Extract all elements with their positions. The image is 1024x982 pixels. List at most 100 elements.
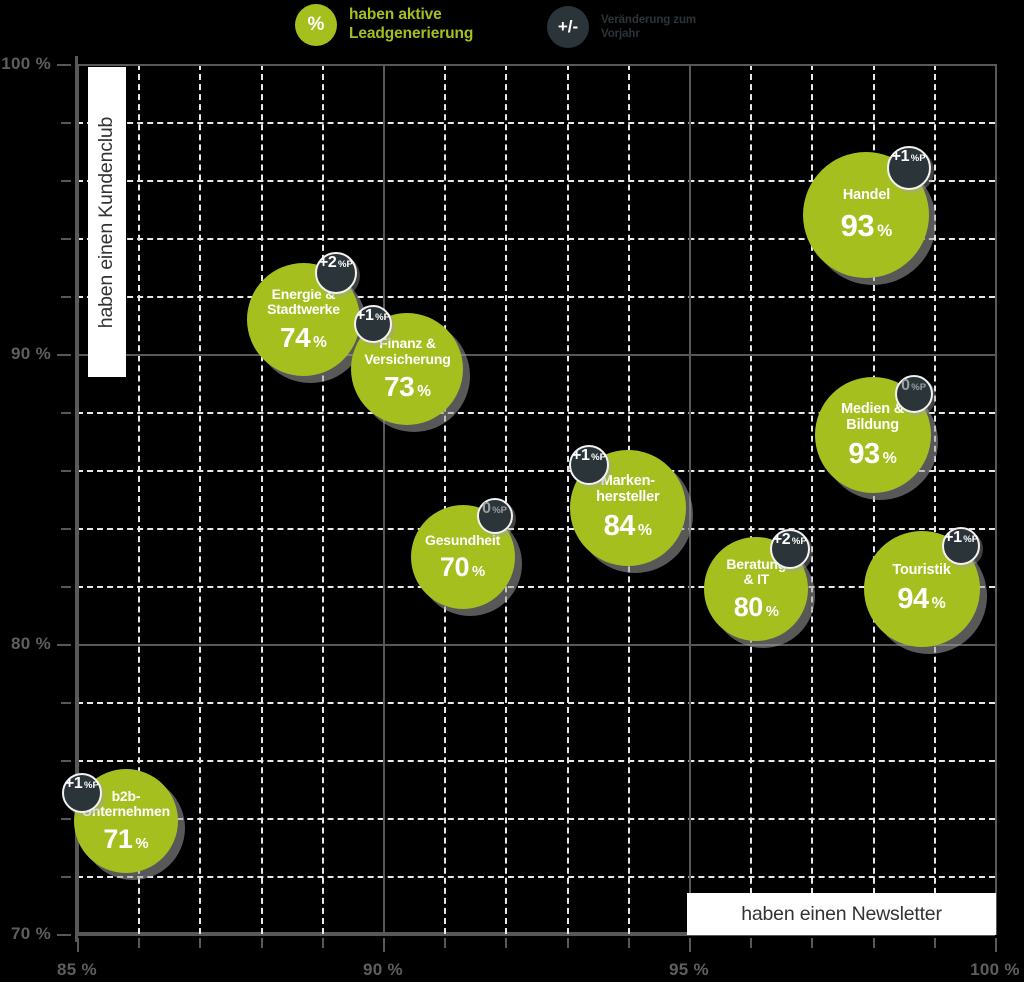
y-tick-label: 100 % bbox=[1, 54, 51, 73]
gridline-y-minor bbox=[77, 238, 995, 240]
x-tick-minor bbox=[444, 938, 447, 948]
bubble-value: 70% bbox=[440, 554, 485, 581]
bubble-value-number: 74 bbox=[280, 321, 311, 353]
bubble-value-number: 93 bbox=[848, 437, 880, 470]
delta-badge[interactable]: +1%P bbox=[353, 305, 392, 344]
gridline-y-minor bbox=[77, 702, 995, 704]
bubble-label: Finanz & Versicherung bbox=[364, 335, 451, 367]
bubble-value: 93% bbox=[841, 210, 893, 241]
bubble-value-unit: % bbox=[471, 564, 486, 581]
bubble-value-unit: % bbox=[637, 522, 653, 540]
x-tick-label: 90 % bbox=[363, 960, 403, 979]
gridline-x-minor bbox=[444, 64, 447, 934]
x-tick-major bbox=[995, 938, 997, 952]
y-tick-minor bbox=[61, 180, 71, 182]
gridline-y-major bbox=[77, 934, 995, 936]
bubble-label: Beratung & IT bbox=[726, 556, 787, 588]
gridline-y-minor bbox=[77, 470, 995, 472]
bubble-value: 93% bbox=[848, 437, 897, 470]
delta-unit: %P bbox=[338, 258, 353, 270]
legend-label-leadgeneration: haben aktive Leadgenerierung bbox=[349, 6, 474, 42]
x-tick-minor bbox=[750, 938, 753, 948]
bubble-value-number: 94 bbox=[897, 583, 929, 616]
delta-badge[interactable]: +1%P bbox=[886, 145, 931, 190]
bubble-value-number: 70 bbox=[439, 552, 470, 583]
delta-unit: %P bbox=[911, 382, 927, 394]
x-tick-minor bbox=[566, 938, 569, 948]
delta-unit: %P bbox=[910, 152, 926, 164]
delta-badge[interactable]: +1%P bbox=[942, 527, 981, 566]
y-tick-minor bbox=[61, 818, 71, 820]
gridline-x-minor bbox=[138, 64, 141, 934]
bubble-group[interactable]: Handel 93% +1%P bbox=[803, 145, 931, 278]
bubble-value-unit: % bbox=[135, 835, 149, 852]
bubble-value-number: 73 bbox=[384, 370, 415, 402]
gridline-y-minor bbox=[77, 296, 995, 298]
gridline-x-major bbox=[383, 64, 385, 934]
y-tick-minor bbox=[61, 470, 71, 472]
gridline-x-minor bbox=[321, 64, 324, 934]
bubble-value-unit: % bbox=[931, 595, 946, 613]
delta-value: +1 bbox=[356, 307, 374, 325]
x-tick-minor bbox=[321, 938, 324, 948]
bubble-value-unit: % bbox=[882, 449, 897, 467]
gridline-y-minor bbox=[77, 122, 995, 124]
gridline-x-major bbox=[689, 64, 691, 934]
delta-unit: %P bbox=[963, 534, 979, 546]
gridline-x-major bbox=[77, 64, 79, 934]
bubble-value-number: 93 bbox=[840, 208, 875, 244]
y-tick-minor bbox=[61, 412, 71, 414]
delta-badge[interactable]: 0%P bbox=[894, 375, 933, 414]
y-axis-line bbox=[75, 56, 78, 942]
bubble-label: Handel bbox=[842, 187, 891, 204]
x-tick-major bbox=[689, 938, 691, 952]
bubble-value: 74% bbox=[280, 321, 327, 353]
x-tick-major bbox=[383, 938, 385, 952]
bubble-group[interactable]: Touristik 94% +1%P bbox=[863, 527, 981, 647]
delta-unit: %P bbox=[375, 312, 390, 324]
delta-badge[interactable]: +2%P bbox=[769, 529, 810, 570]
legend-label-yearchange: Veränderung zum Vorjahr bbox=[601, 13, 696, 40]
x-tick-minor bbox=[199, 938, 202, 948]
y-tick-major bbox=[57, 644, 71, 646]
delta-value: +1 bbox=[944, 529, 962, 547]
gridline-x-minor bbox=[505, 64, 508, 934]
gridline-y-major bbox=[77, 644, 995, 646]
delta-badge[interactable]: +1%P bbox=[61, 773, 102, 814]
gridline-y-minor bbox=[77, 528, 995, 530]
bubble-group[interactable]: Medien & Bildung 93% 0%P bbox=[814, 375, 933, 494]
y-tick-label: 80 % bbox=[11, 634, 51, 653]
delta-badge[interactable]: +2%P bbox=[314, 251, 357, 294]
x-axis-title-text: haben einen Newsletter bbox=[741, 902, 942, 925]
x-tick-label: 100 % bbox=[970, 960, 1020, 979]
x-tick-label: 95 % bbox=[669, 960, 709, 979]
bubble-value-number: 80 bbox=[733, 591, 764, 622]
x-tick-minor bbox=[138, 938, 141, 948]
bubble-label: Marken- hersteller bbox=[596, 473, 660, 506]
delta-badge[interactable]: 0%P bbox=[476, 498, 513, 535]
bubble-value: 73% bbox=[384, 370, 431, 402]
delta-unit: %P bbox=[84, 780, 99, 792]
gridline-y-major bbox=[77, 64, 995, 66]
y-tick-minor bbox=[61, 876, 71, 878]
bubble-value: 80% bbox=[733, 591, 779, 622]
gridline-x-major bbox=[995, 64, 997, 934]
gridline-y-minor bbox=[77, 180, 995, 182]
legend-item-leadgeneration: % haben aktive Leadgenerierung bbox=[295, 4, 473, 46]
gridline-y-major bbox=[77, 354, 995, 356]
bubble-label: Medien & Bildung bbox=[841, 400, 905, 433]
x-tick-label: 85 % bbox=[57, 960, 97, 979]
delta-badge[interactable]: +1%P bbox=[569, 444, 609, 485]
x-tick-minor bbox=[627, 938, 630, 948]
legend-item-yearchange: +/- Veränderung zum Vorjahr bbox=[547, 6, 696, 48]
bubble-label: Touristik bbox=[892, 562, 951, 579]
delta-unit: %P bbox=[591, 451, 606, 463]
